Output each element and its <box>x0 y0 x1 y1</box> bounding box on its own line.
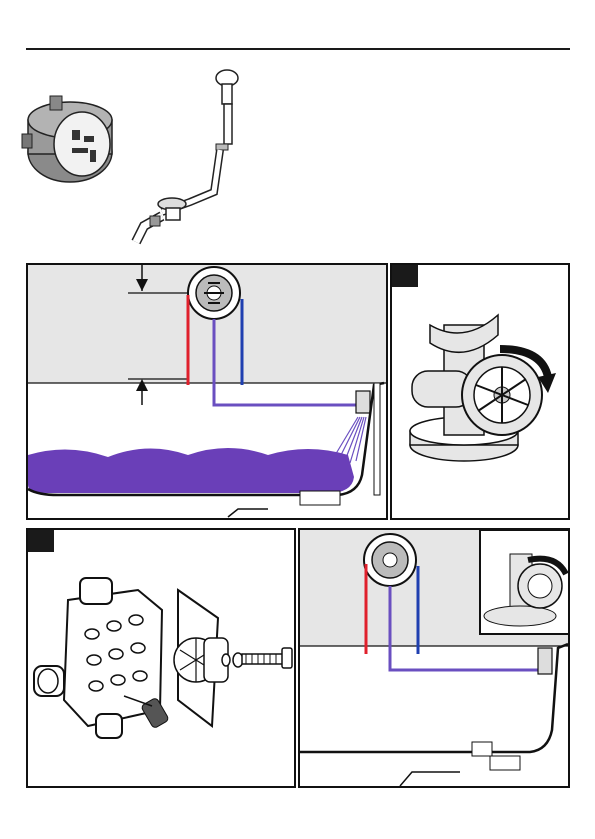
panel-b <box>390 263 570 520</box>
panel-a <box>26 263 388 520</box>
screw-icon <box>222 648 292 668</box>
panel-c <box>26 528 296 788</box>
header-rule <box>26 48 570 50</box>
bath-drain-overflow-icon <box>122 66 252 256</box>
rough-in-box-icon <box>20 90 120 190</box>
valve-handle-icon <box>392 265 568 518</box>
panel-d <box>298 528 570 788</box>
